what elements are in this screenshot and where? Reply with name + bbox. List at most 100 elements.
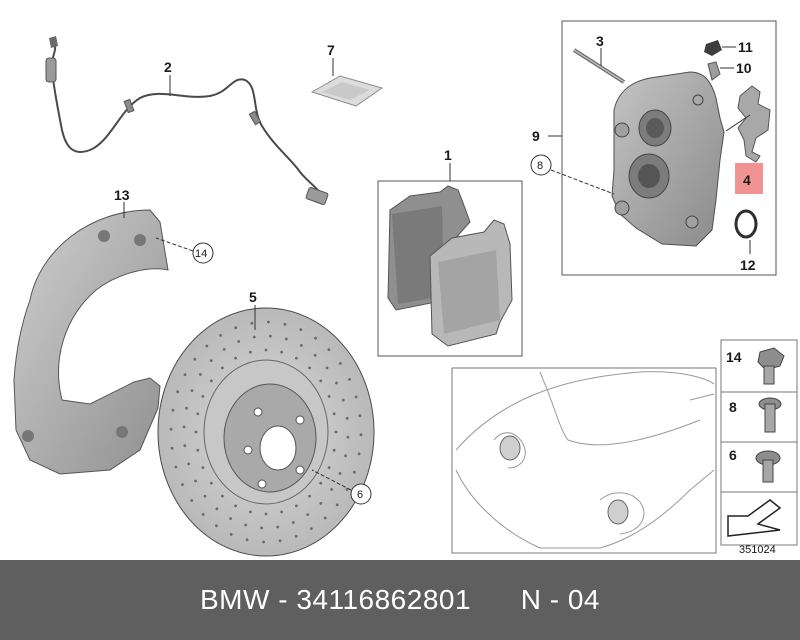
drill-hole — [193, 357, 197, 361]
drill-hole — [201, 395, 205, 398]
drill-hole — [313, 353, 317, 357]
drill-hole — [169, 427, 173, 431]
drill-hole — [327, 466, 331, 469]
drill-hole — [353, 470, 356, 474]
drill-hole — [201, 466, 205, 469]
drill-hole — [190, 389, 194, 392]
drill-hole — [250, 321, 254, 325]
drill-hole — [338, 362, 342, 365]
drill-hole — [308, 366, 311, 370]
drill-hole — [183, 373, 187, 376]
drill-hole — [295, 356, 298, 360]
drill-hole — [359, 433, 363, 437]
drill-hole — [264, 512, 268, 516]
drill-hole — [276, 525, 280, 529]
callout-6: 6 — [357, 489, 363, 501]
drill-hole — [171, 408, 175, 412]
drill-hole — [319, 481, 323, 485]
drill-hole — [183, 444, 187, 448]
drill-hole — [357, 452, 361, 456]
drill-hole — [345, 416, 349, 420]
dust-shield — [13, 209, 169, 475]
drill-hole — [221, 494, 224, 498]
drill-hole — [269, 334, 272, 338]
drill-hole — [215, 507, 219, 511]
drill-hole — [221, 366, 224, 370]
torx-bolt-icon — [758, 397, 782, 433]
countersunk-screw-icon — [755, 450, 781, 483]
drill-hole — [201, 513, 205, 516]
drill-hole — [260, 526, 263, 530]
drill-hole — [185, 406, 188, 410]
legend-label-6: 6 — [729, 447, 737, 463]
drill-hole — [194, 479, 197, 483]
part-footer: BMW - 34116862801 N - 04 — [0, 560, 800, 640]
drill-hole — [174, 465, 178, 469]
drill-hole — [196, 448, 200, 452]
drill-hole — [335, 381, 338, 385]
drill-hole — [181, 483, 184, 486]
drill-hole — [205, 344, 209, 348]
callout-9: 9 — [532, 128, 540, 144]
callout-5: 5 — [249, 289, 257, 305]
diagram-number: 351024 — [739, 544, 776, 556]
footer-part-number: 34116862801 — [296, 584, 472, 615]
disc-location-icon-lower — [607, 499, 629, 525]
drill-hole — [176, 390, 180, 394]
hex-bolt-icon — [757, 347, 785, 385]
drill-hole — [358, 414, 362, 418]
callout-10: 10 — [736, 60, 752, 76]
drill-hole — [229, 533, 233, 536]
drill-hole — [338, 472, 342, 475]
drill-hole — [187, 462, 191, 466]
drill-hole — [219, 334, 223, 337]
drill-hole — [209, 359, 213, 362]
car-outline — [455, 371, 715, 549]
drill-hole — [344, 454, 347, 458]
footer-separator: - — [269, 584, 297, 615]
callout-4-highlight — [735, 163, 763, 194]
drill-hole — [209, 379, 213, 383]
drill-hole — [280, 510, 283, 514]
drill-hole — [267, 320, 270, 324]
drill-hole — [234, 356, 238, 360]
drill-hole — [332, 448, 336, 452]
drill-hole — [334, 430, 338, 434]
drill-hole — [295, 504, 298, 508]
guide-pin — [572, 48, 626, 84]
grease-packet — [310, 75, 384, 107]
drill-hole — [203, 494, 207, 498]
drill-hole — [190, 499, 194, 502]
drill-hole — [209, 481, 213, 485]
car-location-frame — [451, 367, 717, 554]
drill-hole — [245, 538, 249, 542]
callout-14: 14 — [195, 248, 207, 260]
callout-7: 7 — [327, 42, 335, 58]
drill-hole — [325, 366, 329, 370]
drill-hole — [262, 540, 265, 544]
drill-hole — [346, 435, 350, 439]
parts-diagram: 2 7 1 9 3 11 — [13, 20, 798, 557]
drill-hole — [310, 527, 313, 530]
drill-hole — [319, 502, 323, 505]
callout-4: 4 — [743, 172, 751, 188]
callout-1: 1 — [444, 147, 452, 163]
seal-ring — [734, 209, 758, 239]
drill-hole — [234, 326, 238, 330]
drill-hole — [300, 344, 303, 347]
drill-hole — [299, 328, 303, 331]
bleeder-cap — [704, 40, 722, 56]
drill-hole — [222, 348, 226, 351]
brake-pad-front — [429, 219, 513, 347]
drill-hole — [280, 350, 283, 354]
drill-hole — [319, 379, 323, 383]
drill-hole — [306, 513, 310, 516]
drill-hole — [249, 510, 252, 514]
callout-12: 12 — [740, 257, 756, 273]
drill-hole — [252, 335, 256, 339]
drill-hole — [327, 395, 331, 398]
drill-hole — [249, 350, 252, 354]
drill-hole — [194, 430, 198, 434]
brake-caliper — [611, 71, 725, 247]
drill-hole — [237, 340, 241, 343]
